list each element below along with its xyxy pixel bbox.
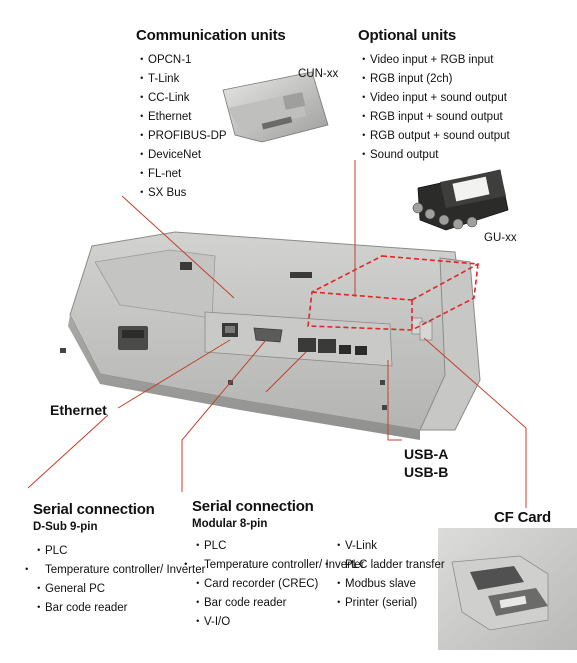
list-item: ・Bar code reader <box>33 602 128 614</box>
gu-unit-label: GU-xx <box>484 232 517 244</box>
usb-a-label: USB-A <box>404 446 449 462</box>
gu-unit-image <box>412 169 509 231</box>
list-item: ・Card recorder (CREC) <box>192 578 319 590</box>
list-item: ・Printer (serial) <box>333 597 418 609</box>
list-item: ・Sound output <box>358 149 439 161</box>
list-item: ・PLC ladder transfer <box>321 559 445 571</box>
list-item: ・PLC <box>192 540 227 552</box>
usb-b-label: USB-B <box>404 464 449 480</box>
optional-unit-frame <box>307 255 479 331</box>
list-item: ・Video input + RGB input <box>358 54 494 66</box>
list-item: ・PLC <box>33 545 68 557</box>
cun-unit-label: CUN-xx <box>298 68 339 80</box>
hmi-rear-panel <box>60 231 481 440</box>
list-item: ・V-I/O <box>192 616 231 628</box>
serial-modular-list-col1: ・PLC ・Temperature controller/ Inverter ・… <box>180 537 365 632</box>
list-item: ・SX Bus <box>136 187 187 199</box>
list-item: ・DeviceNet <box>136 149 202 161</box>
cun-unit-image <box>222 71 329 143</box>
serial-dsub-list: ・PLC ・Temperature controller/ Inverter ・… <box>21 542 206 618</box>
list-item: ・FL-net <box>136 168 182 180</box>
cf-card-label: CF Card <box>494 509 551 526</box>
list-item: ・Temperature controller/ Inverter <box>180 559 365 571</box>
serial-dsub-subtitle: D-Sub 9-pin <box>33 521 98 533</box>
optional-units-title: Optional units <box>358 27 457 44</box>
list-item: ・Modbus slave <box>333 578 416 590</box>
list-item: ・V-Link <box>333 540 377 552</box>
list-item: ・General PC <box>33 583 106 595</box>
serial-modular-list-col2: ・V-Link ・PLC ladder transfer ・Modbus sla… <box>321 537 445 613</box>
serial-dsub-title: Serial connection <box>33 501 155 518</box>
list-item: ・CC-Link <box>136 92 190 104</box>
serial-modular-subtitle: Modular 8-pin <box>192 518 268 530</box>
list-item: ・OPCN-1 <box>136 54 192 66</box>
serial-modular-title: Serial connection <box>192 498 314 515</box>
list-item: ・RGB output + sound output <box>358 130 510 142</box>
leader-lines <box>27 160 527 508</box>
communication-units-list: ・OPCN-1 ・T-Link ・CC-Link ・Ethernet ・PROF… <box>136 51 227 203</box>
list-item: ・Temperature controller/ Inverter <box>21 564 206 576</box>
list-item: ・PROFIBUS-DP <box>136 130 227 142</box>
list-item: ・RGB input + sound output <box>358 111 503 123</box>
cf-card-image <box>438 528 577 650</box>
ethernet-label: Ethernet <box>50 402 107 418</box>
communication-units-title: Communication units <box>136 27 286 44</box>
optional-units-list: ・Video input + RGB input ・RGB input (2ch… <box>358 51 510 165</box>
list-item: ・T-Link <box>136 73 180 85</box>
list-item: ・Bar code reader <box>192 597 287 609</box>
list-item: ・RGB input (2ch) <box>358 73 453 85</box>
list-item: ・Ethernet <box>136 111 192 123</box>
list-item: ・Video input + sound output <box>358 92 507 104</box>
